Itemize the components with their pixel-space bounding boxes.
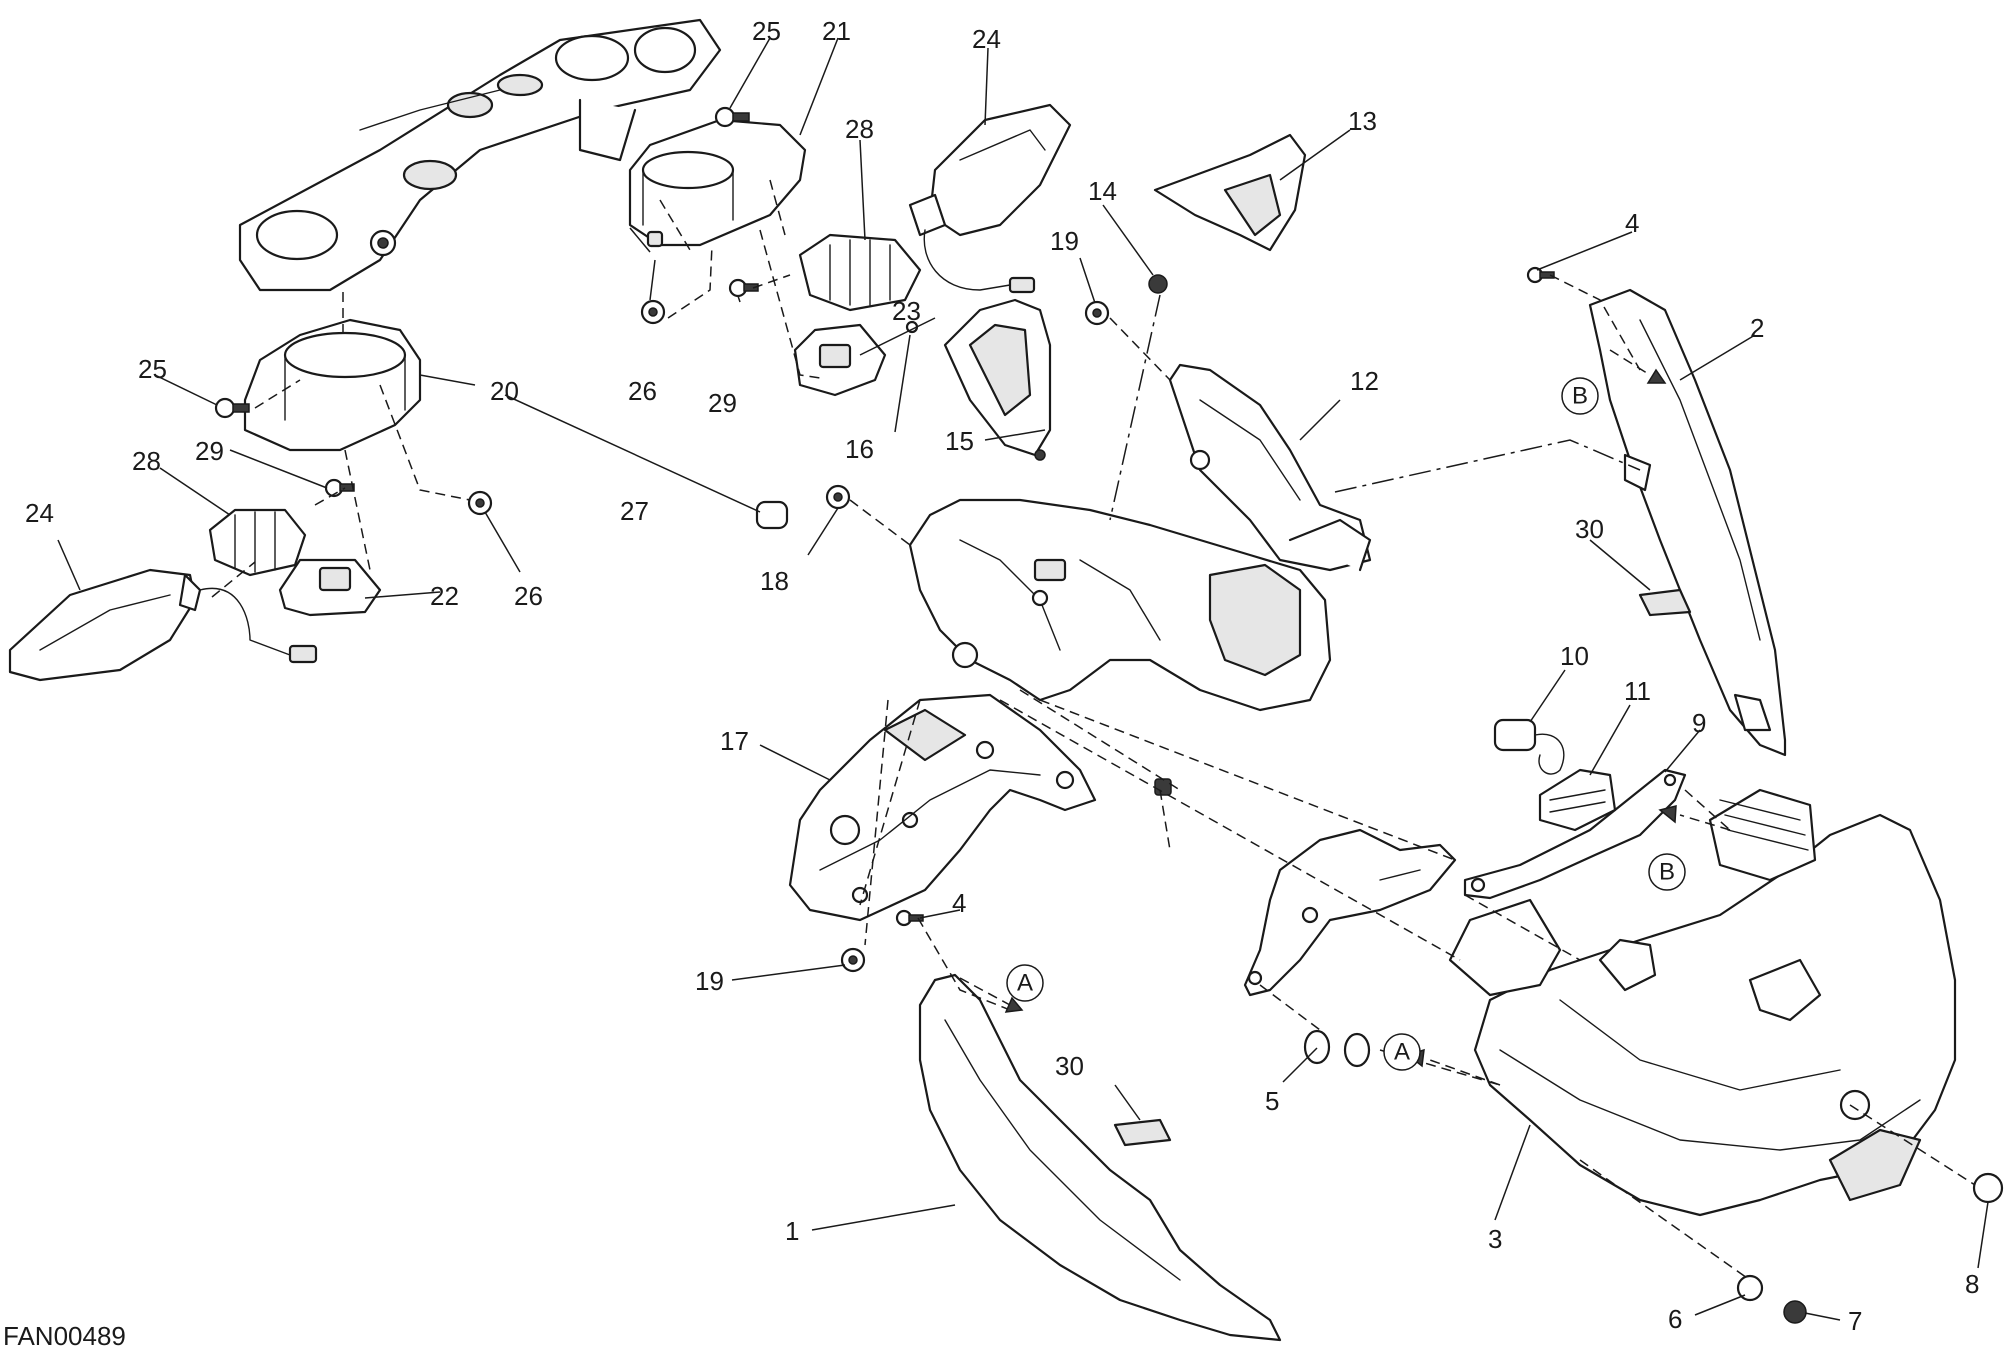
- callout-29-upper: 29: [708, 388, 737, 418]
- headlight-bracket-17: [788, 693, 1097, 922]
- callout-12: 12: [1350, 366, 1379, 396]
- callout-6: 6: [1668, 1304, 1682, 1334]
- decal-30-right: [1638, 588, 1692, 617]
- callout-26-upper: 26: [628, 376, 657, 406]
- callout-19-upper: 19: [1050, 226, 1079, 256]
- callout-20: 20: [490, 376, 519, 406]
- callout-8: 8: [1965, 1269, 1979, 1299]
- rubber-mount-28-right: [798, 233, 922, 312]
- callout-9: 9: [1692, 708, 1706, 738]
- callout-4-upper: 4: [1625, 208, 1639, 238]
- callout-19-lower: 19: [695, 966, 724, 996]
- assembly-lines: [211, 179, 1976, 1281]
- mirror-24-right: [908, 103, 1072, 294]
- decal-30-left: [1113, 1118, 1172, 1147]
- callout-30-upper: 30: [1575, 514, 1604, 544]
- callout-labels: 1 2 3 4 4 5 6 7 8 9 10 11 12 13 14 15 16…: [25, 16, 1979, 1336]
- callout-15: 15: [945, 426, 974, 456]
- callout-4-lower: 4: [952, 888, 966, 918]
- rubber-mount-28-left: [208, 508, 307, 577]
- callout-26-left: 26: [514, 581, 543, 611]
- fasteners: [214, 106, 2004, 1324]
- callout-13: 13: [1348, 106, 1377, 136]
- callout-28-left: 28: [132, 446, 161, 476]
- callout-27: 27: [620, 496, 649, 526]
- mirror-24-left: [8, 568, 318, 682]
- callout-25-left: 25: [138, 354, 167, 384]
- callout-21: 21: [822, 16, 851, 46]
- callout-5: 5: [1265, 1086, 1279, 1116]
- lower-panel-1: [918, 973, 1282, 1342]
- callout-2: 2: [1750, 313, 1764, 343]
- callout-11: 11: [1624, 676, 1651, 706]
- callout-10: 10: [1560, 641, 1589, 671]
- ref-marker-a-right: A: [1383, 1033, 1421, 1071]
- ref-marker-b-upper: B: [1561, 377, 1599, 415]
- callout-17: 17: [720, 726, 749, 756]
- fairing-support: [908, 498, 1372, 712]
- svg-text:B: B: [1572, 383, 1588, 410]
- svg-text:A: A: [1394, 1039, 1410, 1066]
- cover-13: [1153, 133, 1307, 252]
- instrument-cover-12: [1168, 363, 1372, 572]
- callout-7: 7: [1848, 1306, 1862, 1336]
- callout-29-left: 29: [195, 436, 224, 466]
- handlebar-clamp-21: [628, 118, 807, 248]
- upper-triple-clamp: [238, 18, 722, 292]
- ref-marker-a-left: A: [1006, 964, 1044, 1002]
- svg-text:A: A: [1017, 970, 1033, 997]
- callout-16: 16: [845, 434, 874, 464]
- svg-text:B: B: [1659, 859, 1675, 886]
- bulb-holder-10: [1493, 718, 1565, 775]
- callout-25-upper: 25: [752, 16, 781, 46]
- handlebar-clamp-20: [243, 318, 422, 452]
- callout-18: 18: [760, 566, 789, 596]
- headlight-assembly-3: [1448, 788, 1957, 1217]
- reference-markers: A A B B: [1006, 377, 1686, 1071]
- callout-23: 23: [892, 296, 921, 326]
- callout-30-lower: 30: [1055, 1051, 1084, 1081]
- bracket-23: [793, 323, 887, 397]
- callout-24-left: 24: [25, 498, 54, 528]
- bracket-9: [1463, 768, 1687, 900]
- callout-14: 14: [1088, 176, 1117, 206]
- callout-24-right: 24: [972, 24, 1001, 54]
- callout-3: 3: [1488, 1224, 1502, 1254]
- bracket-22: [278, 558, 382, 617]
- leader-lines: [57, 37, 1989, 1321]
- drawing-code: FAN00489: [3, 1321, 126, 1351]
- callout-1: 1: [785, 1216, 799, 1246]
- ref-marker-b-lower: B: [1648, 853, 1686, 891]
- connector-11: [1538, 768, 1617, 832]
- support-plate: [1243, 828, 1457, 997]
- callout-22: 22: [430, 581, 459, 611]
- callout-28-right: 28: [845, 114, 874, 144]
- air-grille-15: [943, 298, 1052, 461]
- side-panel-2: [1588, 288, 1787, 757]
